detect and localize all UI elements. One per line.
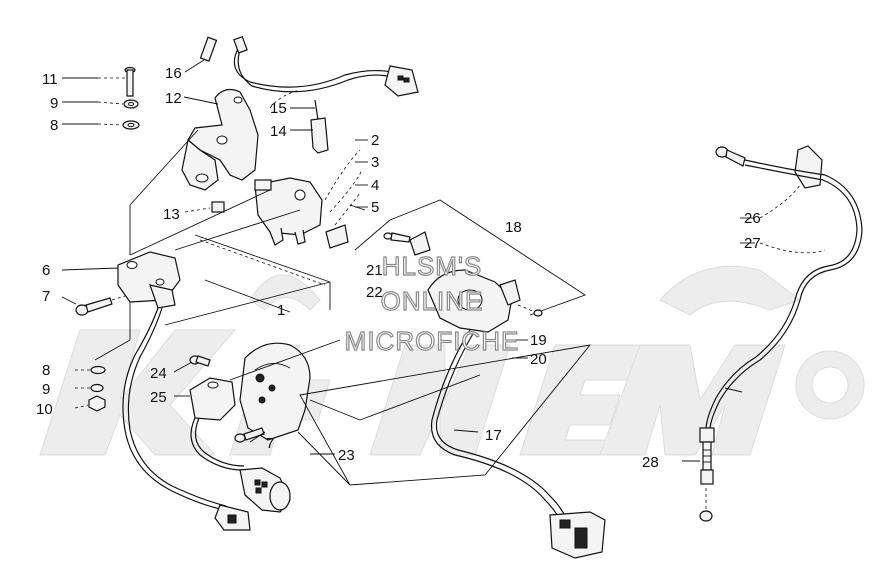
callout-15: 15: [270, 100, 287, 117]
callout-3: 3: [371, 154, 379, 171]
mounting-bracket-12: [181, 88, 259, 191]
callout-28: 28: [642, 454, 659, 471]
connector-pin-14: [310, 99, 329, 154]
watermark-line-2: ONLINE: [381, 286, 484, 316]
switch-cover-5: [325, 224, 349, 249]
screw-24: [189, 355, 211, 367]
nut-10: [88, 395, 106, 412]
callout-1: 1: [277, 302, 285, 319]
callout-5: 5: [371, 199, 379, 216]
callout-21: 21: [366, 262, 383, 279]
washer-8: [122, 120, 140, 130]
callout-19: 19: [530, 332, 547, 349]
callout-22: 22: [366, 284, 383, 301]
callout-7-upper: 7: [42, 288, 50, 305]
callout-8-lower: 8: [42, 362, 50, 379]
adjuster-28: [699, 427, 715, 522]
callout-8: 8: [50, 117, 58, 134]
callout-17: 17: [485, 427, 502, 444]
callout-4: 4: [371, 177, 379, 194]
callout-7-lower: 7: [266, 435, 274, 452]
bolt-11: [124, 66, 136, 97]
leader-lines: [61, 59, 826, 462]
callout-11: 11: [42, 71, 58, 88]
switch-25: [189, 377, 236, 421]
callout-24: 24: [150, 365, 167, 382]
callout-13: 13: [163, 206, 180, 223]
watermark-line-1: HLSM'S: [382, 251, 483, 281]
switch-cable-17: [430, 329, 566, 521]
connector-25: [239, 467, 291, 513]
connector-17: [549, 511, 606, 559]
frame-outline-18: [299, 199, 592, 486]
screw-7-lower: [234, 427, 265, 443]
callout-18: 18: [505, 219, 522, 236]
switch-clamp-6: [117, 251, 181, 309]
switch-cable-left: [122, 307, 251, 531]
callout-20: 20: [530, 351, 547, 368]
terminal-16: [199, 36, 218, 62]
screw-19: [533, 309, 543, 317]
screw-21: [383, 232, 411, 243]
washer-8-lower: [90, 365, 106, 375]
clip-22: [409, 231, 431, 256]
throttle-cable-27: [705, 159, 863, 431]
background-logo-watermark: [39, 265, 865, 456]
callout-9: 9: [50, 95, 58, 112]
callout-25: 25: [150, 389, 167, 406]
callout-12: 12: [165, 90, 182, 107]
switch-housing-18: [427, 269, 521, 333]
callout-9-lower: 9: [42, 381, 50, 398]
callout-10: 10: [36, 401, 53, 418]
nut-13: [211, 201, 225, 213]
cable-end-26: [715, 145, 823, 189]
switch-housing-23: [239, 342, 311, 441]
wire-harness-15: [233, 35, 419, 97]
lock-washer-9: [123, 99, 139, 109]
watermark: HLSM'S ONLINE MICROFICHE: [344, 250, 520, 356]
callout-2: 2: [371, 132, 379, 149]
callout-labels: 16 11 12 9 8 15 14 2 3 4 5 13 18 6 21 22…: [36, 65, 761, 471]
screw-7-upper: [75, 297, 113, 316]
assembly-outline-1: [129, 189, 331, 326]
switch-housing-2: [254, 177, 323, 246]
lock-washer-9-lower: [90, 383, 104, 393]
callout-27: 27: [744, 235, 761, 252]
callout-16: 16: [165, 65, 182, 82]
watermark-line-3: MICROFICHE: [345, 326, 520, 356]
callout-23: 23: [338, 447, 355, 464]
callout-14: 14: [270, 123, 287, 140]
callout-6: 6: [42, 262, 50, 279]
callout-26: 26: [744, 210, 761, 227]
